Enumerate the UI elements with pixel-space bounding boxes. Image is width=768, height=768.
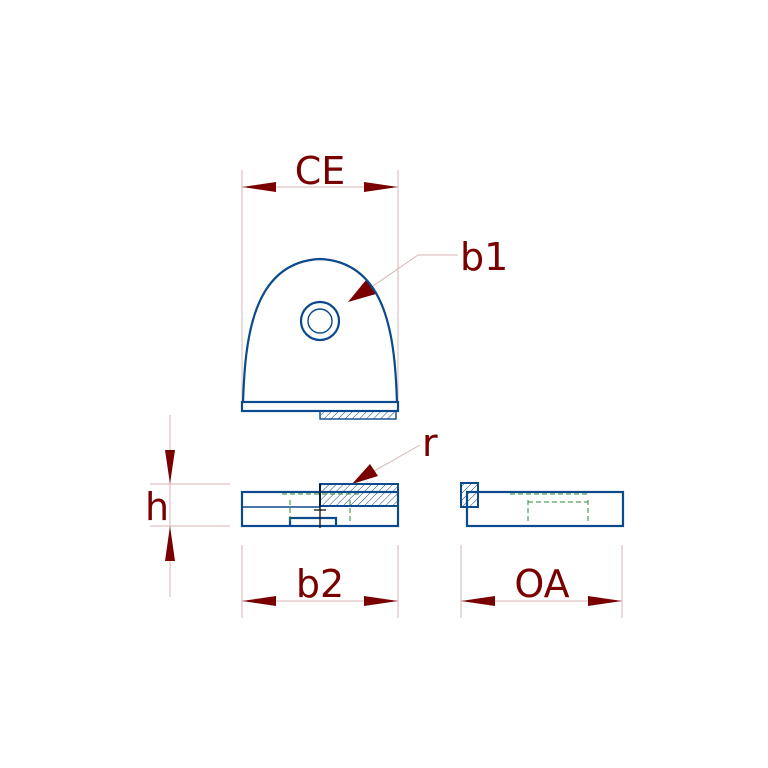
h-label: h bbox=[145, 485, 169, 529]
side-view: h r b2 bbox=[145, 415, 438, 618]
ce-arrow-left bbox=[242, 182, 276, 192]
r-arrow bbox=[352, 464, 378, 484]
r-label: r bbox=[422, 421, 438, 465]
oa-arrow-left bbox=[461, 596, 495, 606]
base-hatch bbox=[319, 410, 397, 420]
b2-arrow-left bbox=[242, 596, 276, 606]
front-view: CE b1 bbox=[240, 149, 508, 420]
b1-arrow bbox=[348, 280, 376, 302]
bore-outer bbox=[299, 300, 341, 342]
base-plate bbox=[240, 400, 400, 413]
top-body bbox=[465, 490, 625, 528]
ce-arrow-right bbox=[364, 182, 398, 192]
oa-arrow-right bbox=[588, 596, 622, 606]
side-hatch bbox=[319, 483, 399, 507]
b2-label: b2 bbox=[296, 562, 344, 606]
bore-inner bbox=[307, 308, 333, 334]
b2-arrow-right bbox=[364, 596, 398, 606]
ce-label: CE bbox=[295, 149, 346, 193]
h-arrow-bottom bbox=[165, 526, 175, 561]
side-notch bbox=[288, 516, 338, 526]
h-arrow-top bbox=[165, 450, 175, 484]
top-view: OA bbox=[460, 482, 625, 618]
oa-label: OA bbox=[514, 562, 569, 606]
top-hatch bbox=[460, 482, 479, 508]
b1-leader bbox=[359, 254, 458, 296]
eye-outline bbox=[241, 257, 399, 404]
b1-label: b1 bbox=[460, 235, 508, 279]
